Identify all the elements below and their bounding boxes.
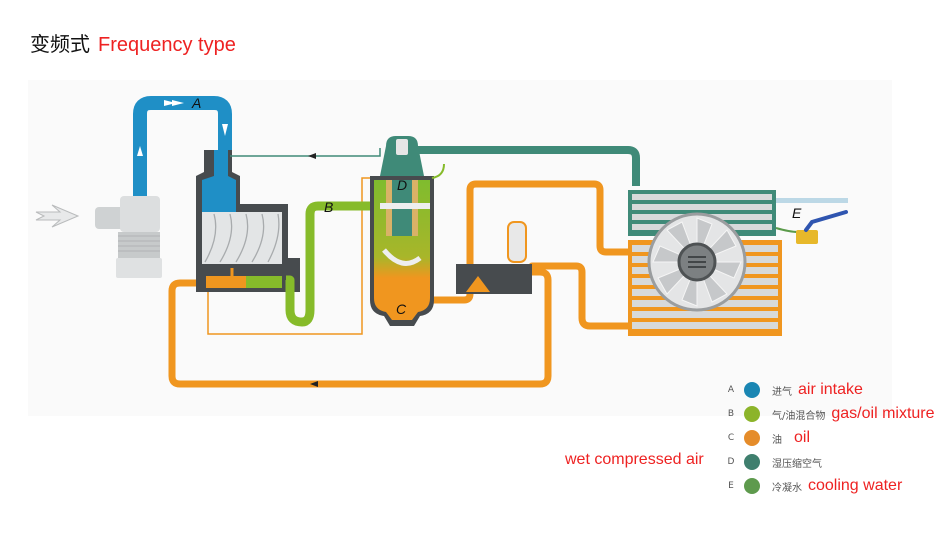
scavenge-line xyxy=(431,163,445,179)
pipe-label-b: B xyxy=(324,199,333,215)
legend-cn: 油 xyxy=(772,434,782,446)
legend-en: cooling water xyxy=(808,477,903,494)
pipe-label-a: A xyxy=(191,95,201,111)
legend-en: air intake xyxy=(798,381,863,398)
thermostatic-valve xyxy=(456,221,532,294)
pipe-label-c: C xyxy=(396,301,407,317)
legend-letter: A xyxy=(727,385,735,395)
legend-en: oil xyxy=(794,429,811,446)
wet-air-pipe xyxy=(418,146,640,186)
oil-return-loop xyxy=(168,268,552,388)
oil-cooler-return xyxy=(528,262,632,330)
intake-arrow-icon xyxy=(35,204,80,228)
legend-cn: 冷凝水 xyxy=(772,482,802,494)
oil-thin-line xyxy=(207,177,376,335)
title-cn: 变频式 xyxy=(30,32,90,56)
fan-icon xyxy=(647,212,747,312)
oil-pipes xyxy=(168,180,632,388)
legend-item-a: A 进气 air intake xyxy=(724,379,863,401)
air-filter xyxy=(95,196,162,278)
legend-letter: C xyxy=(727,433,735,443)
legend-letter: D xyxy=(727,457,735,467)
legend-cn: 进气 xyxy=(772,386,792,398)
flow-arrows xyxy=(137,100,228,156)
oil-color-swatch xyxy=(744,430,760,446)
legend-letter: E xyxy=(728,481,734,491)
legend-item-e: E 冷凝水 cooling water xyxy=(724,475,902,497)
legend-letter: B xyxy=(727,409,735,419)
pipe-label-e: E xyxy=(792,205,802,221)
page-title: 变频式 Frequency type xyxy=(30,30,236,59)
drain-valve-icon xyxy=(796,210,848,244)
compressor-element xyxy=(196,150,300,292)
oil-separator-tank xyxy=(370,136,434,326)
condensate-line xyxy=(775,227,799,233)
oil-separator-outlet xyxy=(421,180,632,304)
cooling-air-outlet xyxy=(776,198,848,203)
control-line xyxy=(230,148,381,157)
legend-cn: 湿压缩空气 xyxy=(772,458,822,470)
air-intake-color-swatch xyxy=(744,382,760,398)
legend-item-c: C 油 oil xyxy=(724,427,810,449)
legend-item-d: D 湿压缩空气 xyxy=(724,451,822,473)
wet-air-color-swatch xyxy=(744,454,760,470)
legend-d-english-note: wet compressed air xyxy=(565,451,704,468)
flow-arrows-dark xyxy=(308,153,318,387)
pipe-label-d: D xyxy=(397,177,407,193)
cooling-water-color-swatch xyxy=(744,478,760,494)
gas-oil-color-swatch xyxy=(744,406,760,422)
legend-cn: 气/油混合物 xyxy=(772,410,826,422)
legend-item-b: B 气/油混合物 gas/oil mixture xyxy=(724,403,935,425)
title-en: Frequency type xyxy=(98,34,236,56)
gas-oil-pipe xyxy=(285,201,404,327)
legend-en: gas/oil mixture xyxy=(831,405,935,422)
